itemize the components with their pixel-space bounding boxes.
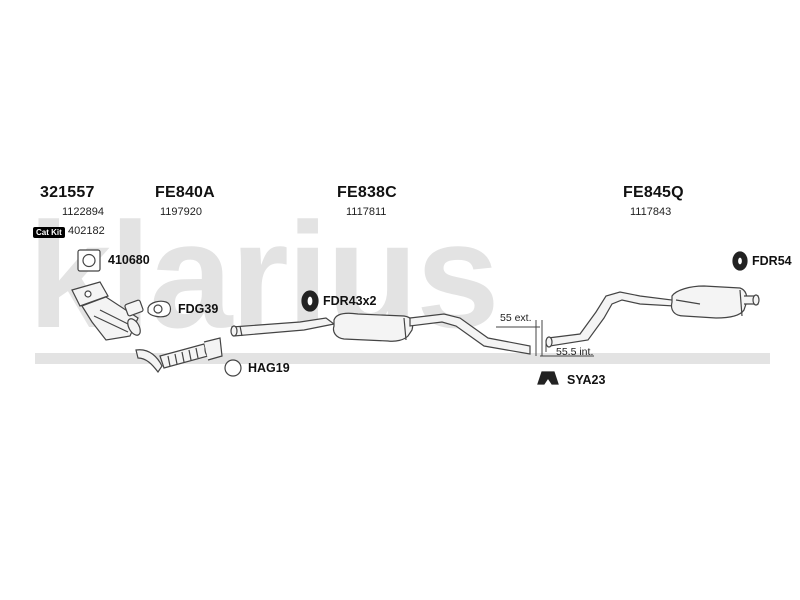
group-ref-4: 1117843 — [630, 206, 672, 218]
ring-clamp-icon — [224, 359, 242, 377]
part-label-fdr54: FDR54 — [752, 254, 792, 268]
part-label-410680: 410680 — [108, 253, 150, 267]
centre-silencer — [230, 312, 531, 355]
gasket-square-icon — [77, 249, 101, 272]
group-code-2: FE840A — [155, 184, 215, 201]
cat-kit-badge: Cat Kit — [33, 227, 65, 238]
gasket-flange-icon — [147, 300, 172, 318]
group-ref-3: 1117811 — [346, 206, 387, 218]
group-code-1: 321557 — [40, 184, 95, 201]
part-label-sya23: SYA23 — [567, 373, 606, 387]
catalytic-converter — [71, 281, 144, 341]
note-int: 55.5 int. — [556, 346, 594, 358]
group-code-4: FE845Q — [623, 184, 684, 201]
rubber-hanger-icon — [301, 290, 319, 312]
part-label-fdr43x2: FDR43x2 — [323, 294, 377, 308]
cat-kit-ref: 402182 — [68, 225, 105, 237]
note-ext: 55 ext. — [500, 312, 532, 324]
group-ref-2: 1197920 — [160, 206, 203, 218]
part-label-hag19: HAG19 — [248, 361, 290, 375]
front-pipe — [135, 337, 223, 374]
watermark-bar — [35, 353, 770, 364]
part-label-fdg39: FDG39 — [178, 302, 219, 316]
rubber-hanger-icon-rear — [732, 251, 748, 271]
mounting-bracket-icon — [537, 371, 559, 385]
rear-silencer — [545, 285, 760, 348]
group-code-3: FE838C — [337, 184, 397, 201]
group-ref-1: 1122894 — [62, 206, 105, 218]
